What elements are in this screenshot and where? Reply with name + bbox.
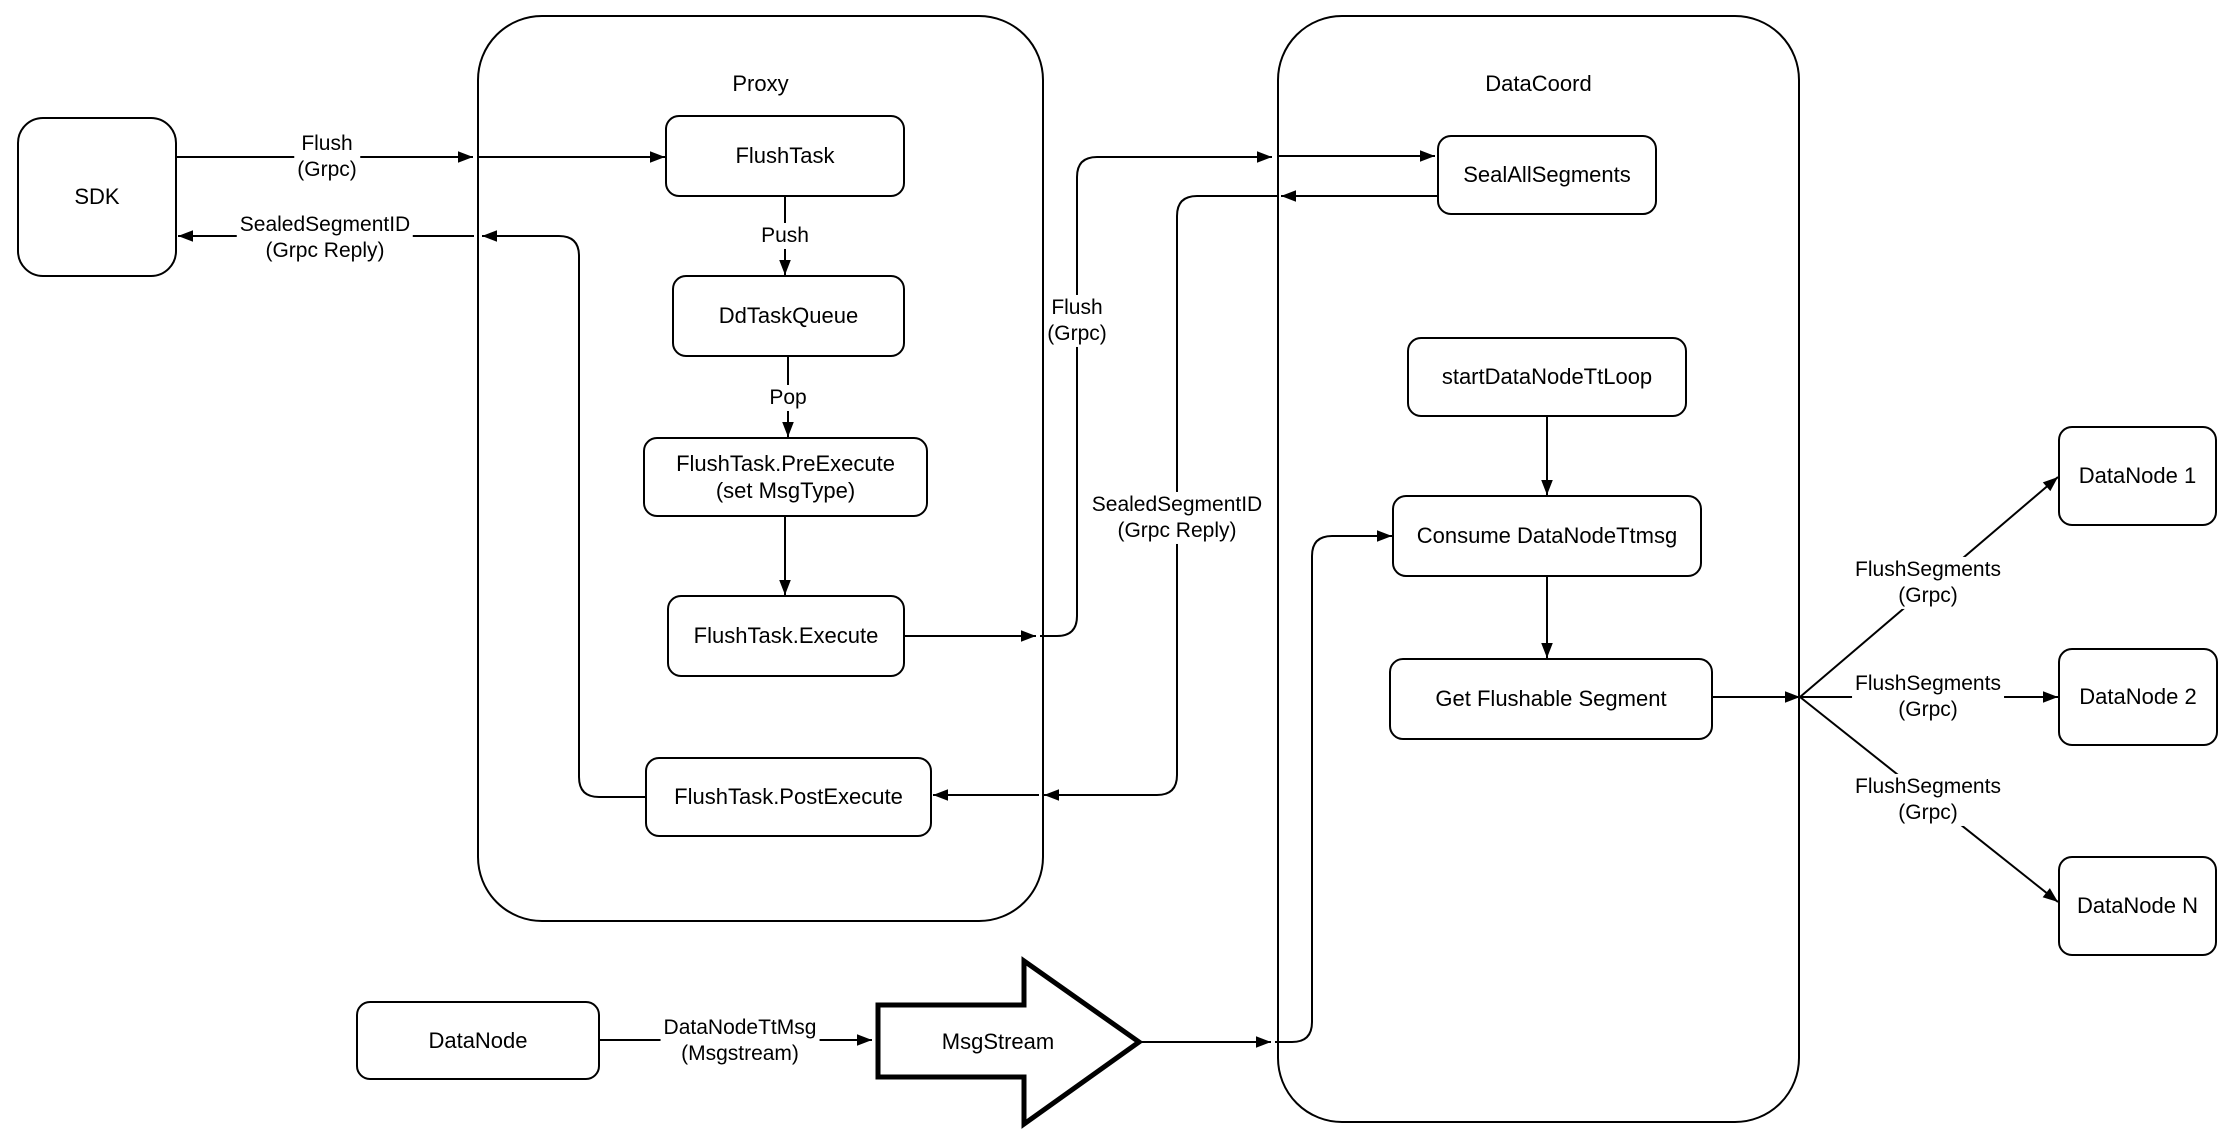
datacoord-container: DataCoord xyxy=(1277,15,1800,1123)
node-startdatanodettloop: startDataNodeTtLoop xyxy=(1407,337,1687,417)
node-datanode-2: DataNode 2 xyxy=(2058,648,2218,746)
edge-label-flush-grpc-sdk: Flush (Grpc) xyxy=(294,130,360,184)
datacoord-container-title: DataCoord xyxy=(1485,71,1592,96)
proxy-container: Proxy xyxy=(477,15,1044,922)
edge-border-to-consume xyxy=(1275,530,1392,1043)
edge-postexecute-to-proxy-border xyxy=(482,230,645,798)
node-flushtask-execute: FlushTask.Execute xyxy=(667,595,905,677)
edge-flush-to-datacoord-border xyxy=(1040,151,1272,637)
node-sealallsegments: SealAllSegments xyxy=(1437,135,1657,215)
edge-label-datanodettmsg: DataNodeTtMsg (Msgstream) xyxy=(660,1014,820,1068)
msgstream-arrow-shape xyxy=(875,956,1144,1129)
proxy-container-title: Proxy xyxy=(732,71,789,96)
node-ddtaskqueue: DdTaskQueue xyxy=(672,275,905,357)
node-sdk: SDK xyxy=(17,117,177,277)
edge-label-flushsegments-2: FlushSegments (Grpc) xyxy=(1852,670,2004,724)
node-flushtask: FlushTask xyxy=(665,115,905,197)
node-datanode-1: DataNode 1 xyxy=(2058,426,2217,526)
node-flushtask-postexecute: FlushTask.PostExecute xyxy=(645,757,932,837)
edge-label-sealedsegmentid-sdk: SealedSegmentID (Grpc Reply) xyxy=(236,211,414,265)
edge-label-push: Push xyxy=(758,222,812,250)
node-get-flushable-segment: Get Flushable Segment xyxy=(1389,658,1713,740)
node-flushtask-preexecute: FlushTask.PreExecute (set MsgType) xyxy=(643,437,928,517)
edge-label-pop: Pop xyxy=(766,384,810,412)
edge-label-flush-grpc-mid: Flush (Grpc) xyxy=(1044,294,1110,348)
edge-label-flushsegments-3: FlushSegments (Grpc) xyxy=(1852,773,2004,827)
edge-label-flushsegments-1: FlushSegments (Grpc) xyxy=(1852,556,2004,610)
node-datanode: DataNode xyxy=(356,1001,600,1080)
node-datanode-n: DataNode N xyxy=(2058,856,2217,956)
msgstream-label: MsgStream xyxy=(941,1029,1055,1054)
node-consume-datanodettmsg: Consume DataNodeTtmsg xyxy=(1392,495,1702,577)
edge-label-sealedsegmentid-mid: SealedSegmentID (Grpc Reply) xyxy=(1088,491,1266,545)
